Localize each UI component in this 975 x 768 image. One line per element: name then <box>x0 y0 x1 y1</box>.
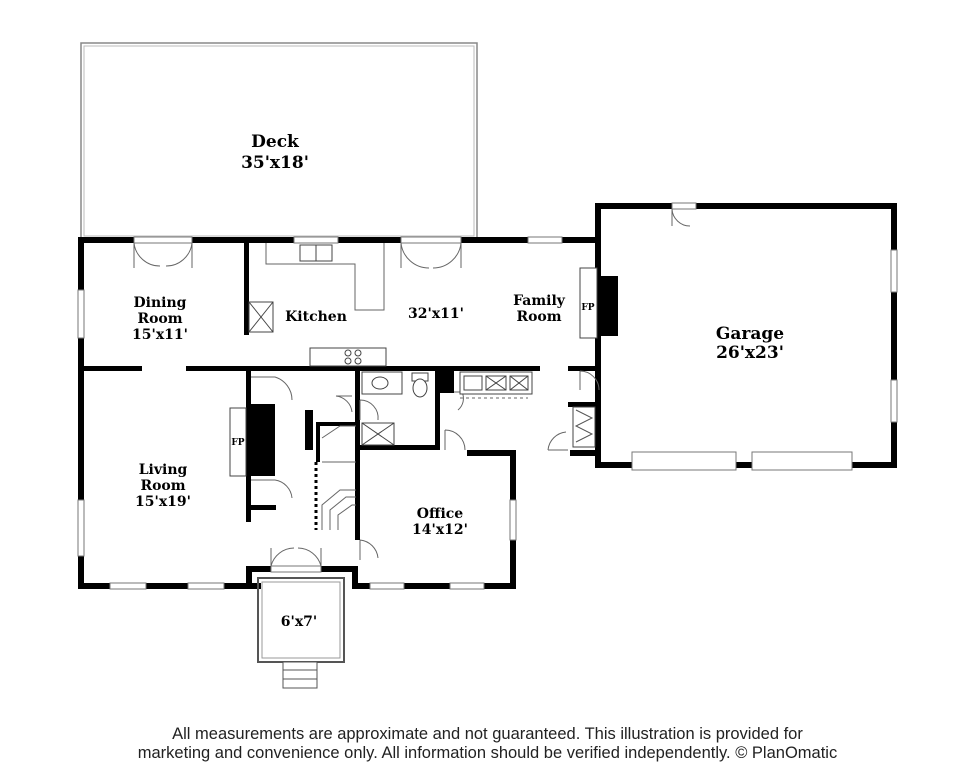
interior-walls <box>84 243 600 540</box>
living-room-dims: 15'x19' <box>135 494 191 510</box>
fireplaces <box>229 267 618 477</box>
dining-room-dims: 15'x11' <box>132 327 188 343</box>
french-doors <box>133 236 462 573</box>
disclaimer-line2: marketing and convenience only. All info… <box>137 744 838 762</box>
disclaimer: All measurements are approximate and not… <box>0 725 975 763</box>
living-fireplace-label: FP <box>231 438 244 448</box>
family-room-label-line2: Room <box>516 309 561 325</box>
kitchen-fixtures <box>248 243 387 367</box>
deck-dims: 35'x18' <box>241 153 309 173</box>
living-room-label-line2: Room <box>140 478 185 494</box>
living-room-label-line1: Living <box>139 462 188 478</box>
stairs <box>305 406 596 530</box>
garage-label: Garage <box>716 324 784 344</box>
family-room-label-line1: Family <box>513 293 566 309</box>
office-label: Office <box>417 506 464 522</box>
deck-label: Deck <box>251 132 300 152</box>
dining-room-label-line2: Room <box>137 311 182 327</box>
kitchen-family-dims: 32'x11' <box>408 306 464 322</box>
disclaimer-line1: All measurements are approximate and not… <box>172 725 803 743</box>
office-dims: 14'x12' <box>412 522 468 538</box>
exterior-walls <box>78 237 598 589</box>
floor-plan: Deck 35'x18' Dining Room 15'x11' Kitchen… <box>77 42 898 689</box>
dining-room-label-line1: Dining <box>134 295 187 311</box>
garage-dims: 26'x23' <box>716 343 784 363</box>
kitchen-label: Kitchen <box>285 309 347 325</box>
entry-dims: 6'x7' <box>281 614 317 630</box>
door-swings <box>251 208 691 560</box>
bath-fixtures <box>361 371 533 446</box>
windows <box>77 202 898 590</box>
family-fireplace-label: FP <box>581 303 594 313</box>
garage-walls <box>570 203 897 468</box>
entry-porch <box>257 577 345 689</box>
